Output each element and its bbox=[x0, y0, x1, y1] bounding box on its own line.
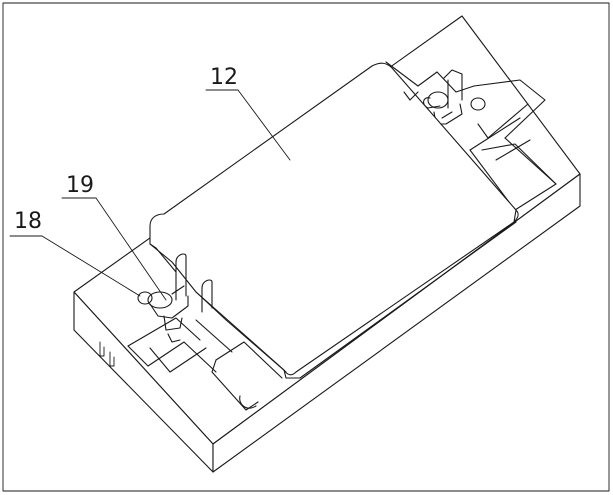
plate-part-12 bbox=[149, 62, 519, 379]
callout-12: 12 bbox=[205, 65, 291, 161]
callout-18-label: 18 bbox=[14, 209, 42, 234]
callout-18: 18 bbox=[9, 209, 141, 297]
callout-19-label: 19 bbox=[66, 173, 94, 198]
pin-18 bbox=[137, 291, 153, 305]
callout-12-label: 12 bbox=[210, 65, 238, 90]
lower-left-pins bbox=[137, 253, 213, 343]
callout-19: 19 bbox=[61, 173, 167, 301]
lower-left-slot bbox=[127, 317, 283, 411]
upper-right-slot bbox=[385, 61, 557, 211]
